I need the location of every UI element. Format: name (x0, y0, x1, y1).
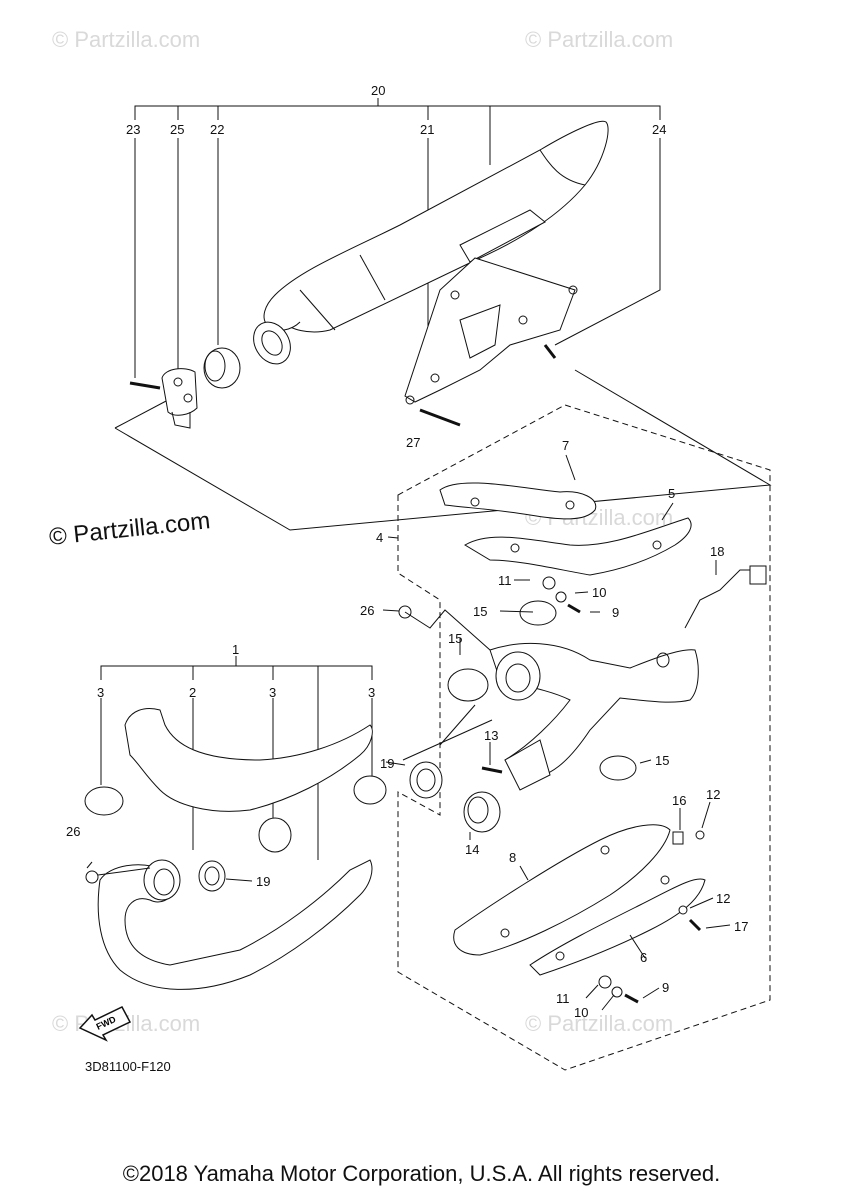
callout-5[interactable]: 5 (668, 486, 675, 501)
callout-19-top[interactable]: 19 (380, 756, 394, 771)
callout-3-mid[interactable]: 3 (269, 685, 276, 700)
callout-22[interactable]: 22 (210, 122, 224, 137)
callout-23[interactable]: 23 (126, 122, 140, 137)
callout-10-top[interactable]: 10 (592, 585, 606, 600)
diagram-code: 3D81100-F120 (85, 1059, 171, 1074)
callout-19-bottom[interactable]: 19 (256, 874, 270, 889)
watermark-top-left: © Partzilla.com (52, 27, 200, 52)
callout-14[interactable]: 14 (465, 842, 479, 857)
callout-7[interactable]: 7 (562, 438, 569, 453)
copyright-notice: ©2018 Yamaha Motor Corporation, U.S.A. A… (122, 1161, 721, 1186)
callout-9-bottom[interactable]: 9 (662, 980, 669, 995)
fwd-arrow-icon: FWD (78, 1006, 132, 1042)
callout-4[interactable]: 4 (376, 530, 383, 545)
callout-21[interactable]: 21 (420, 122, 434, 137)
callout-26-top[interactable]: 26 (360, 603, 374, 618)
callout-8[interactable]: 8 (509, 850, 516, 865)
watermark-top-right: © Partzilla.com (525, 27, 673, 52)
callout-18[interactable]: 18 (710, 544, 724, 559)
callout-16[interactable]: 16 (672, 793, 686, 808)
callout-26-bottom[interactable]: 26 (66, 824, 80, 839)
callout-10-bottom[interactable]: 10 (574, 1005, 588, 1020)
callout-13[interactable]: 13 (484, 728, 498, 743)
callout-12-bottom[interactable]: 12 (716, 891, 730, 906)
callout-17[interactable]: 17 (734, 919, 748, 934)
callout-15-left[interactable]: 15 (448, 631, 462, 646)
callout-1[interactable]: 1 (232, 642, 239, 657)
callout-25[interactable]: 25 (170, 122, 184, 137)
callout-9-top[interactable]: 9 (612, 605, 619, 620)
callout-12-top[interactable]: 12 (706, 787, 720, 802)
watermark-main: © Partzilla.com (48, 507, 212, 551)
callout-15-right[interactable]: 15 (655, 753, 669, 768)
leader-group-20 (134, 105, 661, 120)
callout-20[interactable]: 20 (371, 83, 385, 98)
callout-3-right[interactable]: 3 (368, 685, 375, 700)
callout-24[interactable]: 24 (652, 122, 666, 137)
callout-27[interactable]: 27 (406, 435, 420, 450)
callout-3-left[interactable]: 3 (97, 685, 104, 700)
watermark-bottom-right: © Partzilla.com (525, 1011, 673, 1036)
callout-11-top[interactable]: 11 (498, 573, 512, 588)
callout-2[interactable]: 2 (189, 685, 196, 700)
callout-15-top[interactable]: 15 (473, 604, 487, 619)
callout-6[interactable]: 6 (640, 950, 647, 965)
callout-11-bottom[interactable]: 11 (556, 991, 570, 1006)
